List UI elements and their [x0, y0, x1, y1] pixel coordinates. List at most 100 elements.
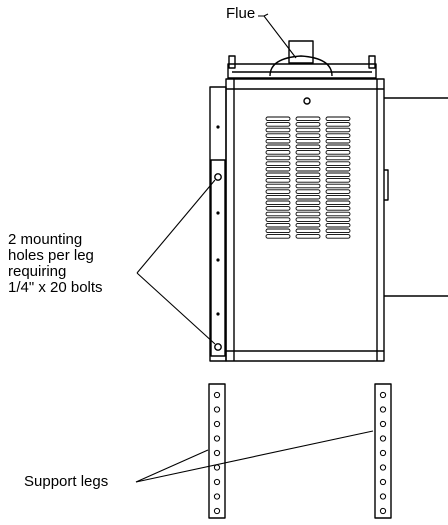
louver-slot: [265, 172, 291, 178]
leg-holes-left: [213, 391, 221, 515]
mounting-hole-top: [214, 173, 222, 181]
strip-dot: [216, 125, 220, 129]
louver-slot: [265, 178, 291, 183]
louver-slot: [325, 122, 351, 127]
louver-slot: [265, 133, 291, 138]
support-legs-label: Support legs: [24, 473, 109, 490]
flue-collar: [269, 55, 333, 77]
leg-hole: [379, 478, 387, 486]
louver-slot: [295, 217, 321, 222]
leg-hole: [213, 507, 221, 515]
leg-holes-right: [379, 391, 387, 515]
left-mounting-leg: [209, 86, 227, 362]
mounting-hole-bottom: [214, 343, 222, 351]
louver-slot: [295, 155, 321, 161]
louver-slot: [325, 138, 351, 144]
leg-hole: [213, 478, 221, 486]
legs-leader-right: [135, 430, 374, 483]
louver-slot: [325, 172, 351, 178]
leg-hole: [213, 493, 221, 500]
louver-slot: [295, 183, 321, 189]
louver-slot: [295, 206, 321, 211]
louver-slot: [295, 234, 321, 239]
louver-slot: [295, 172, 321, 178]
mount-leader-bottom: [136, 272, 216, 345]
flue-pipe: [288, 40, 314, 64]
mounting-label-line-4: 1/4" x 20 bolts: [8, 279, 103, 296]
mounting-label-line-2: holes per leg: [8, 247, 94, 264]
leg-hole: [379, 406, 387, 413]
louver-slot: [325, 228, 351, 234]
louver-slot: [325, 206, 351, 211]
louver-slot: [325, 166, 351, 172]
louver-slot: [265, 161, 291, 166]
louver-slot: [325, 183, 351, 189]
louver-slot: [295, 194, 321, 200]
louver-slot: [325, 200, 351, 206]
top-screw-icon: [303, 97, 311, 105]
louver-slot: [295, 122, 321, 127]
louver-slot: [265, 200, 291, 206]
flue-leader-tick: [263, 13, 269, 17]
louver-slot: [325, 222, 351, 228]
strip-dots: [216, 125, 220, 316]
louver-slot: [295, 200, 321, 206]
mounting-label-line-3: requiring: [8, 263, 67, 280]
louver-slot: [325, 194, 351, 200]
mount-leader-top: [136, 179, 216, 274]
leg-hole: [379, 507, 387, 515]
louver-slot: [325, 234, 351, 239]
leg-hole: [213, 435, 221, 442]
strip-dot: [216, 211, 220, 215]
louver-slot: [325, 211, 351, 217]
leg-hole: [213, 406, 221, 413]
leg-hole: [379, 391, 387, 399]
louver-slot: [265, 228, 291, 234]
leg-hole: [213, 464, 221, 471]
mounting-plate: [210, 159, 226, 357]
top-mount-plate: [227, 63, 377, 79]
support-leg-left: [208, 383, 226, 519]
vent-louvers: [265, 116, 351, 239]
louver-slot: [265, 116, 291, 122]
leg-hole: [379, 435, 387, 442]
support-leg-right-body: [374, 383, 392, 519]
support-leg-left-body: [208, 383, 226, 519]
louver-slot: [265, 144, 291, 150]
louver-slot: [295, 138, 321, 144]
leg-hole: [379, 420, 387, 428]
louver-slot: [325, 161, 351, 166]
louver-slot: [295, 150, 321, 155]
louver-slot: [295, 166, 321, 172]
louver-slot: [295, 178, 321, 183]
leg-side-strip: [209, 86, 227, 362]
louver-slot: [265, 166, 291, 172]
mounting-label-line-1: 2 mounting: [8, 231, 83, 248]
louver-slot: [295, 222, 321, 228]
louver-slot: [295, 161, 321, 166]
flue-label: Flue: [226, 5, 256, 22]
strip-dot: [216, 258, 220, 262]
leader-lines: [135, 13, 374, 483]
louver-slot: [265, 183, 291, 189]
leg-hole: [213, 391, 221, 399]
louver-slot: [265, 127, 291, 133]
furnace-cabinet: [225, 78, 448, 362]
louver-slot: [325, 133, 351, 138]
louver-slot: [265, 189, 291, 194]
cabinet-body: [225, 78, 385, 362]
louver-slot: [265, 222, 291, 228]
legs-leader-left: [135, 449, 209, 483]
louver-slot: [295, 133, 321, 138]
louver-slot: [325, 189, 351, 194]
louver-slot: [265, 150, 291, 155]
louver-slot: [265, 211, 291, 217]
flue-assembly: [227, 40, 377, 79]
flue-leader: [258, 15, 297, 59]
louver-slot: [325, 144, 351, 150]
louver-slot: [295, 228, 321, 234]
mounting-holes-label: 2 mounting holes per leg requiring 1/4" …: [8, 232, 148, 296]
louver-slot: [295, 116, 321, 122]
louver-slot: [325, 127, 351, 133]
